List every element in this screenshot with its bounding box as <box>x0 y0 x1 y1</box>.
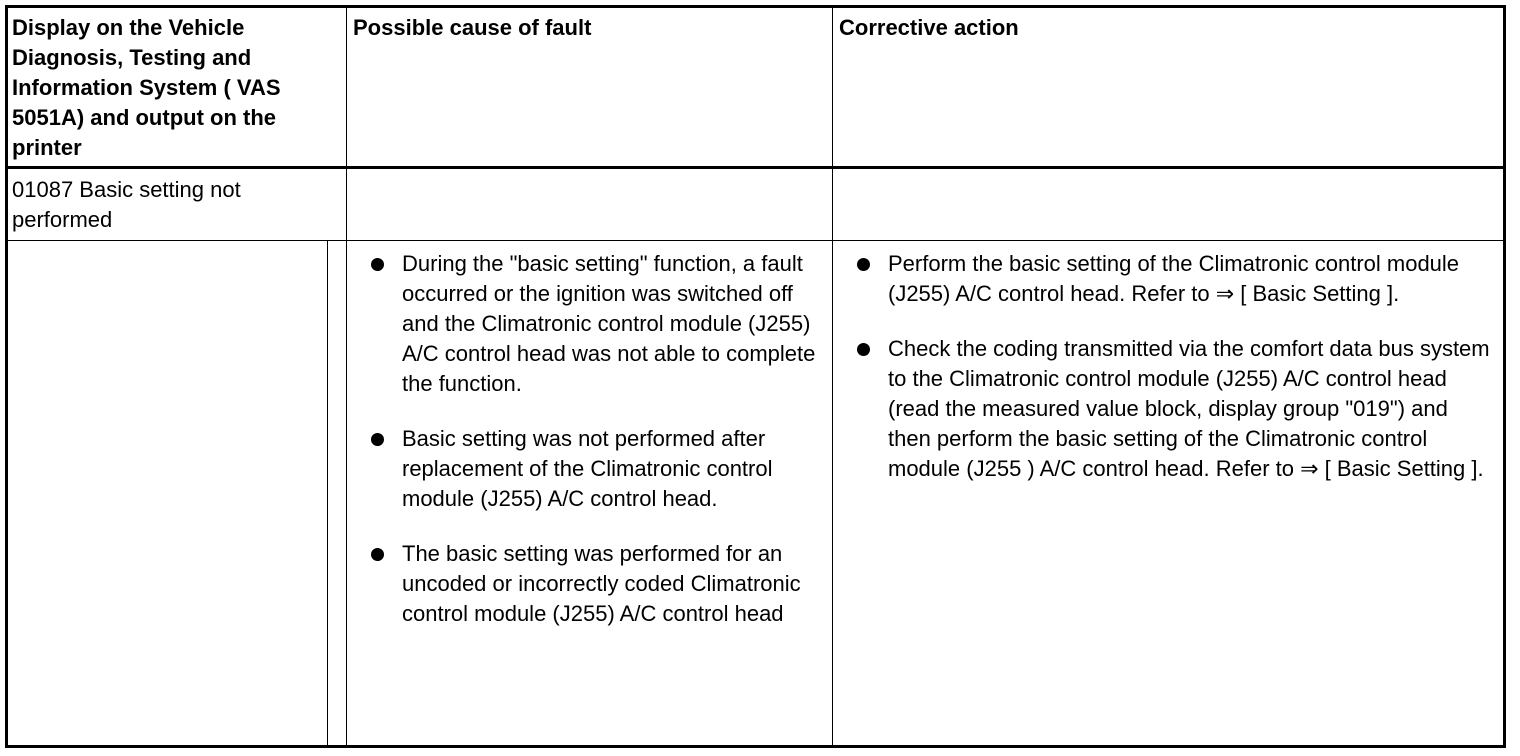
bullet-icon <box>371 258 384 271</box>
cause-text: During the "basic setting" function, a f… <box>402 251 816 396</box>
list-item: Basic setting was not performed after re… <box>356 424 828 514</box>
list-item: Check the coding transmitted via the com… <box>842 334 1492 484</box>
cause-text: Basic setting was not performed after re… <box>402 426 773 511</box>
column-divider-2 <box>832 8 833 746</box>
indent-divider-a <box>327 240 328 746</box>
fault-table <box>5 5 1506 748</box>
header-divider <box>8 166 1504 169</box>
bullet-icon <box>857 258 870 271</box>
action-text: Check the coding transmitted via the com… <box>888 336 1490 481</box>
causes-cell: During the "basic setting" function, a f… <box>356 249 828 654</box>
list-item: Perform the basic setting of the Climatr… <box>842 249 1492 309</box>
bullet-icon <box>371 433 384 446</box>
header-action: Corrective action <box>839 15 1019 40</box>
row-divider <box>8 240 1504 241</box>
bullet-icon <box>857 343 870 356</box>
action-text: Perform the basic setting of the Climatr… <box>888 251 1460 306</box>
fault-code: 01087 Basic setting not performed <box>12 177 241 232</box>
header-display: Display on the Vehicle Diagnosis, Testin… <box>12 15 281 160</box>
header-cause: Possible cause of fault <box>353 15 592 40</box>
column-divider-1 <box>346 8 347 240</box>
list-item: During the "basic setting" function, a f… <box>356 249 828 399</box>
indent-divider-b <box>346 240 347 746</box>
cause-text: The basic setting was performed for an u… <box>402 541 801 626</box>
bullet-icon <box>371 548 384 561</box>
actions-cell: Perform the basic setting of the Climatr… <box>842 249 1492 509</box>
causes-list: During the "basic setting" function, a f… <box>356 249 828 629</box>
list-item: The basic setting was performed for an u… <box>356 539 828 629</box>
actions-list: Perform the basic setting of the Climatr… <box>842 249 1492 484</box>
